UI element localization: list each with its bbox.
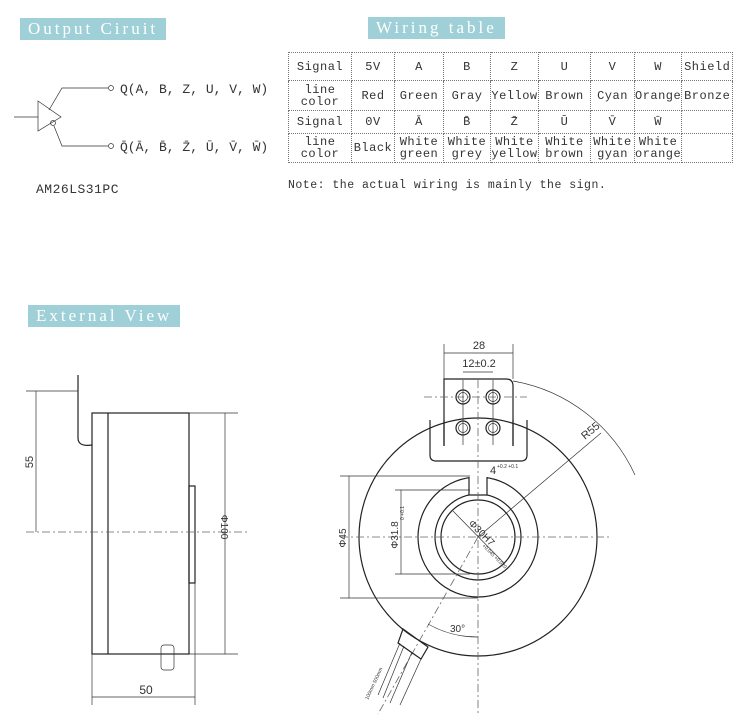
dim-bore: Φ30H7	[466, 518, 497, 549]
dim-r55: R55	[579, 420, 602, 442]
table-cell: Cyan	[590, 80, 635, 111]
cable-length: 100mm 500mm	[364, 667, 384, 701]
dim-dia100: Φ100	[218, 515, 229, 540]
table-cell: Brown	[538, 80, 591, 111]
output-circuit-title: Output Ciruit	[20, 18, 167, 40]
dim-31-8-tol: 0 +0.1	[400, 506, 406, 520]
dim-keyway-tol: +0.2 +0.1	[497, 464, 518, 470]
table-cell: Black	[351, 133, 395, 163]
table-cell	[681, 133, 734, 163]
dim-bore-tol: +0.045 +0.020	[481, 543, 508, 570]
q-output-label: Q(A, B, Z, U, V, W)	[120, 82, 268, 97]
table-cell: B	[443, 52, 491, 81]
table-cell: W	[633, 52, 683, 81]
table-cell: Yellow	[490, 80, 539, 111]
table-cell: White orange	[633, 133, 683, 163]
table-cell: Shield	[681, 52, 734, 81]
wiring-table-title: Wiring table	[368, 17, 505, 39]
q-bar-output-label: Q̄(Ā, B̄, Z̄, Ū, V̄, W̄)	[120, 140, 268, 155]
table-cell: U	[538, 52, 591, 81]
chip-label: AM26LS31PC	[36, 182, 120, 197]
dim-31-8: Φ31.8	[390, 521, 401, 549]
side-view	[26, 375, 250, 705]
table-cell: Gray	[443, 80, 491, 111]
dim-50: 50	[139, 683, 153, 697]
table-cell: line color	[288, 133, 352, 163]
table-cell: Ā	[394, 110, 444, 134]
table-cell: White green	[394, 133, 444, 163]
dim-28: 28	[473, 340, 485, 352]
table-cell: White yellow	[490, 133, 539, 163]
table-cell: Signal	[288, 52, 352, 81]
dim-45: Φ45	[338, 528, 349, 548]
table-cell: 0V	[351, 110, 395, 134]
wiring-note: Note: the actual wiring is mainly the si…	[288, 179, 607, 192]
dim-12: 12±0.2	[462, 358, 496, 370]
table-cell: White brown	[538, 133, 591, 163]
line-driver-symbol	[14, 85, 114, 149]
table-cell: White gyan	[590, 133, 635, 163]
external-view-title: External View	[28, 305, 181, 327]
table-cell: line color	[288, 80, 352, 111]
dim-55: 55	[24, 456, 36, 468]
front-view	[340, 344, 636, 716]
angle-30: 30°	[450, 624, 465, 635]
dim-keyway: 4	[490, 465, 496, 477]
table-cell: V	[590, 52, 635, 81]
